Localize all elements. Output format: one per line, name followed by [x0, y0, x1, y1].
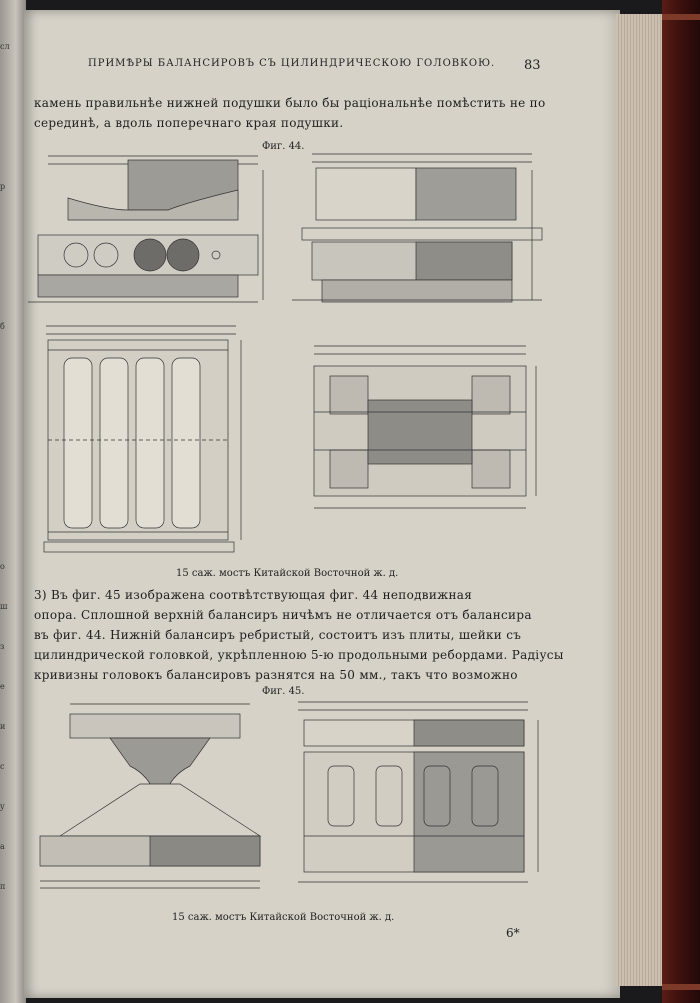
figure-44-label: Фиг. 44.	[262, 141, 305, 152]
left-page-fragment: р	[0, 182, 6, 191]
fig44-plan-view-rollers	[43, 325, 242, 553]
body-text-line: серединѣ, а вдоль поперечнаго края подуш…	[34, 116, 344, 130]
page-stack-edge	[616, 14, 668, 986]
figure-45-caption: 15 саж. мостъ Китайской Восточной ж. д.	[172, 912, 395, 923]
body-text-line: камень правильнѣе нижней подушки было бы…	[34, 96, 546, 110]
left-page-fragment: з	[0, 642, 5, 651]
body-text-line: въ фиг. 44. Нижній балансиръ ребристый, …	[34, 628, 522, 642]
fig44-front-elevation	[292, 153, 543, 303]
body-text-line: 3) Въ фиг. 45 изображена соотвѣтствующая…	[34, 588, 473, 602]
left-page-fragment: о	[0, 562, 5, 571]
fig44-plan-view-top	[313, 345, 537, 509]
fig45-side-elevation	[39, 703, 262, 889]
page-number: 83	[524, 58, 541, 73]
figure-45-label: Фиг. 45.	[262, 686, 305, 697]
adjacent-page-edge: сл р б о ш з е и с у а п	[0, 0, 26, 1003]
figure-44-caption: 15 саж. мостъ Китайской Восточной ж. д.	[176, 568, 399, 579]
left-page-fragment: а	[0, 842, 5, 851]
left-page-fragment: ш	[0, 602, 8, 611]
running-header: ПРИМѢРЫ БАЛАНСИРОВЪ СЪ ЦИЛИНДРИЧЕСКОЮ ГО…	[88, 58, 496, 69]
left-page-fragment: и	[0, 722, 6, 731]
left-page-fragment: п	[0, 882, 6, 891]
book-binding	[662, 0, 700, 1003]
left-page-fragment: с	[0, 762, 5, 771]
fig45-front-elevation	[298, 701, 539, 883]
signature-mark: 6*	[506, 926, 520, 940]
left-page-fragment: б	[0, 322, 5, 331]
left-page-fragment: сл	[0, 42, 10, 51]
body-text-line: кривизны головокъ балансировъ разнятся н…	[34, 668, 518, 682]
left-page-fragment: е	[0, 682, 5, 691]
fig44-side-elevation	[28, 155, 264, 303]
body-text-line: цилиндрической головкой, укрѣпленною 5-ю…	[34, 648, 564, 662]
body-text-line: опора. Сплошной верхній балансиръ ничѣмъ…	[34, 608, 532, 622]
left-page-fragment: у	[0, 802, 5, 811]
